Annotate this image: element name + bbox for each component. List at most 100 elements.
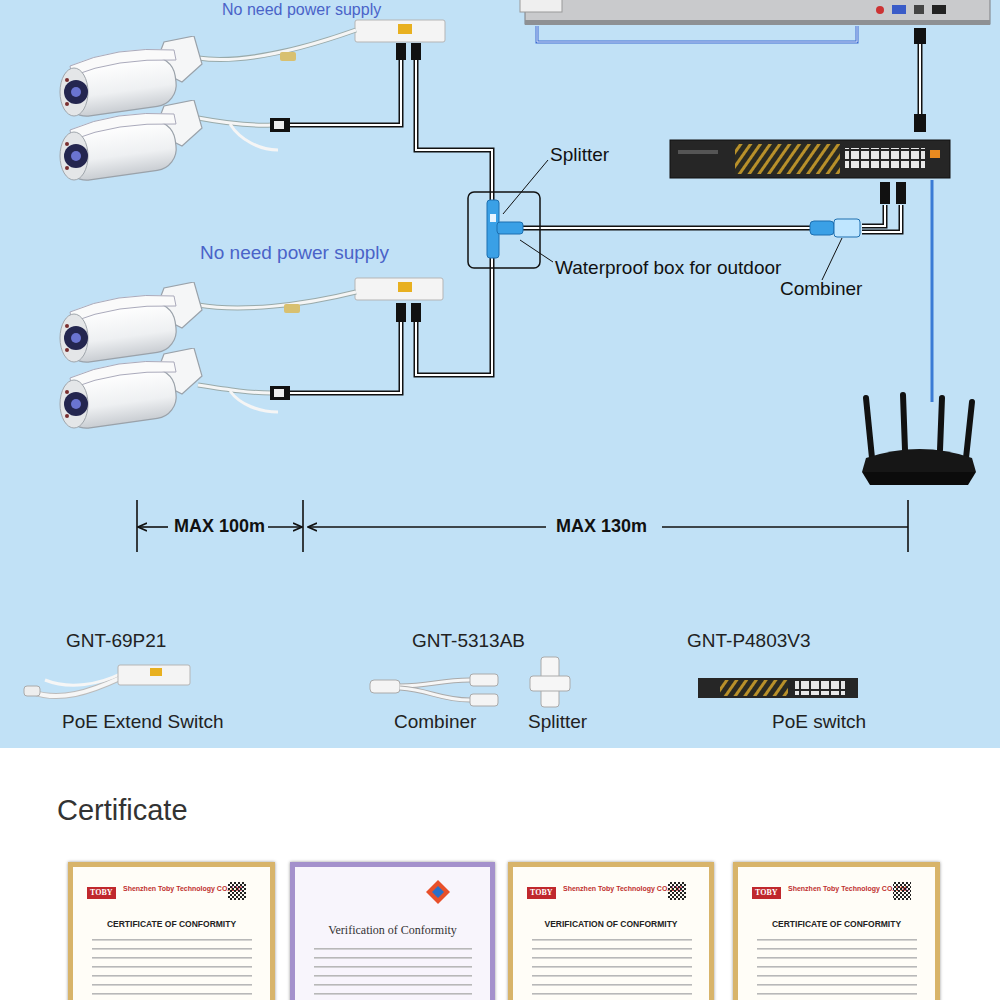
network-cable [290, 322, 401, 393]
waterproof-box [468, 192, 540, 268]
certificate-text-rows [532, 938, 692, 1000]
extender-product [150, 668, 162, 676]
certificate-frame: TOBYShenzhen Toby Technology CO.,Ltd.CER… [733, 862, 940, 1000]
camera-lead [274, 389, 284, 397]
part-name: Splitter [550, 144, 609, 167]
qr-code [228, 882, 246, 900]
laptop [520, 0, 562, 12]
switch-product [698, 678, 858, 698]
laptop [520, 0, 562, 12]
display-cable [537, 26, 857, 42]
camera-lead [198, 30, 356, 59]
switch-product [698, 678, 858, 698]
splitter-product [530, 657, 570, 707]
certificate-title: CERTIFICATE OF CONFORMITY [738, 919, 935, 929]
camera-lead [284, 304, 300, 313]
company-logo: TOBY [87, 887, 116, 899]
certificate-text-rows [757, 938, 917, 1000]
extender-product [45, 674, 120, 685]
switch-product [795, 681, 845, 695]
certificate-frame: TOBYShenzhen Toby Technology CO.,Ltd.CER… [68, 862, 275, 1000]
product-name: PoE switch [772, 711, 866, 734]
nvr-recorder [876, 6, 884, 14]
wifi-router [940, 398, 942, 450]
dimension-line [662, 526, 908, 528]
splitter-product [530, 676, 570, 691]
product-name: PoE Extend Switch [62, 711, 224, 734]
wifi-router [862, 449, 976, 472]
camera-lead [280, 52, 296, 61]
nvr-recorder [525, 20, 990, 25]
dimension-label: MAX 100m [174, 516, 265, 538]
camera-lead [198, 292, 356, 308]
certificate-frame: TOBYShenzhen Toby Technology CO.,Ltd.VER… [508, 862, 714, 1000]
switch-product [720, 680, 788, 696]
company-logo: TOBY [752, 887, 781, 899]
company-logo: TOBY [527, 887, 556, 899]
splitter-connector [490, 214, 496, 222]
poe-switch [670, 140, 950, 178]
router-cable [931, 180, 934, 402]
combiner-product [370, 674, 498, 706]
qr-code [893, 882, 911, 900]
combiner-product [400, 680, 470, 686]
network-cable [290, 60, 901, 393]
poe-switch [845, 148, 925, 168]
camera-lead [198, 30, 356, 412]
certifier-logo [432, 886, 444, 898]
nvr-recorder [914, 5, 924, 14]
combiner-product [400, 688, 470, 700]
nvr-recorder [892, 5, 906, 14]
dimension-line [907, 500, 909, 552]
combiner-product [400, 680, 470, 686]
leader-line [520, 240, 553, 262]
bullet-camera [60, 100, 202, 183]
combiner-product [470, 674, 498, 686]
callout-note: No need power supply [222, 0, 381, 19]
network-cable [290, 322, 401, 393]
poe-extender [411, 43, 421, 60]
company-name: Shenzhen Toby Technology CO.,Ltd. [123, 885, 244, 893]
product-name: Splitter [528, 711, 587, 734]
certificate-frame: Verification of Conformity [290, 862, 495, 1000]
network-cable [290, 60, 401, 125]
combiner-connector [810, 221, 834, 235]
certificate-text-rows [92, 938, 917, 1000]
poe-extender [355, 278, 443, 300]
model-number: GNT-5313AB [412, 630, 525, 653]
wifi-router [966, 402, 972, 458]
wifi-router [866, 398, 872, 458]
certifier-logo [426, 880, 450, 904]
poe-switch [678, 150, 718, 154]
wifi-router [862, 472, 976, 485]
poe-extender [355, 278, 443, 322]
switch-plug [880, 182, 906, 204]
certificate-text-rows [92, 938, 252, 1000]
splitter-connector [487, 200, 523, 258]
sky-background [0, 0, 1000, 748]
dimension-line [137, 500, 908, 552]
poe-switch [930, 150, 940, 158]
switch-plug [880, 182, 890, 204]
nvr-recorder [525, 0, 990, 25]
extender-product [24, 665, 190, 696]
poe-extender [411, 303, 421, 322]
network-cable [862, 205, 885, 226]
camera-lead [198, 118, 272, 125]
section-heading: Certificate [57, 793, 188, 828]
leader-line [503, 160, 548, 214]
poe-extender [396, 303, 406, 322]
uplink-cable [914, 28, 926, 44]
wifi-router [862, 395, 976, 485]
camera-lead [198, 292, 356, 308]
combiner-product [470, 694, 498, 706]
qr-code [668, 882, 686, 900]
network-cable [522, 226, 812, 231]
network-cable [416, 255, 492, 375]
extender-product [24, 686, 40, 696]
network-cable [522, 227, 812, 229]
camera-lead [198, 30, 356, 59]
model-number: GNT-P4803V3 [687, 630, 811, 653]
